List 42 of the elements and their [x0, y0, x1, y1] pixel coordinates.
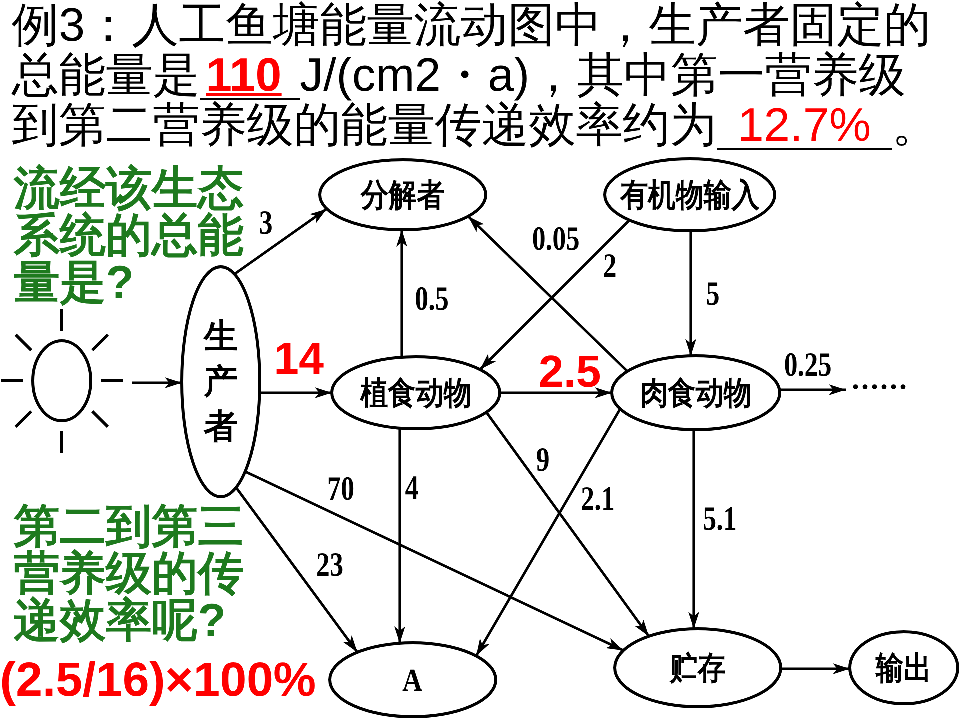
arrow	[235, 486, 359, 654]
arrow	[394, 428, 406, 644]
fill-in-line: 110	[200, 51, 300, 100]
edge-label: 2.5	[538, 355, 602, 389]
arrow	[500, 388, 612, 398]
edge-label: 2	[603, 255, 617, 279]
edge-label: 3	[259, 212, 273, 236]
arrow	[132, 378, 182, 388]
edge-label: 9	[536, 449, 550, 473]
edge-label: 70	[327, 478, 355, 502]
arrow	[244, 470, 624, 652]
ellipse-node: 肉食动物	[610, 354, 782, 432]
arrow	[686, 231, 696, 356]
arrow	[486, 412, 650, 638]
edge-label: 0.05	[532, 228, 580, 252]
arrow	[234, 208, 328, 276]
ellipse-node: A	[328, 641, 498, 719]
edge-label: 23	[316, 554, 344, 578]
arrow	[396, 230, 408, 358]
ellipse-node: 植食动物	[330, 355, 502, 431]
edge-label: 0.25	[784, 354, 832, 378]
question-note: 第二到第三营养级的传递效率呢?	[14, 503, 245, 644]
edge-label: 5	[706, 283, 720, 307]
arrow	[688, 430, 700, 629]
edge-label: 2.1	[581, 488, 615, 512]
edge-label: 4	[405, 477, 419, 501]
ellipse-node: 分解者	[318, 158, 488, 232]
edge-label: 0.5	[415, 288, 449, 312]
formula-text: (2.5/16)×100%	[0, 655, 316, 707]
edge-label: 14	[274, 342, 324, 376]
arrow	[781, 664, 850, 674]
ellipse-node: 输出	[848, 630, 960, 706]
question-text: 例3：人工鱼塘能量流动图中，生产者固定的总能量是 110 J/(cm2・a)，其中第一营养级到第二营养级的能量传递效率约为 12.7% 。	[12, 0, 940, 150]
ellipse-node: 有机物输入	[603, 157, 777, 233]
continuation-dots: ......	[846, 368, 916, 392]
ellipse-node: 贮存	[613, 627, 783, 709]
fill-in-line: 12.7%	[717, 101, 892, 150]
edge-label: 5.1	[703, 508, 737, 532]
ellipse-node: 生产者	[180, 265, 262, 499]
arrow	[260, 388, 332, 398]
arrow	[780, 384, 846, 396]
arrow	[475, 408, 622, 657]
